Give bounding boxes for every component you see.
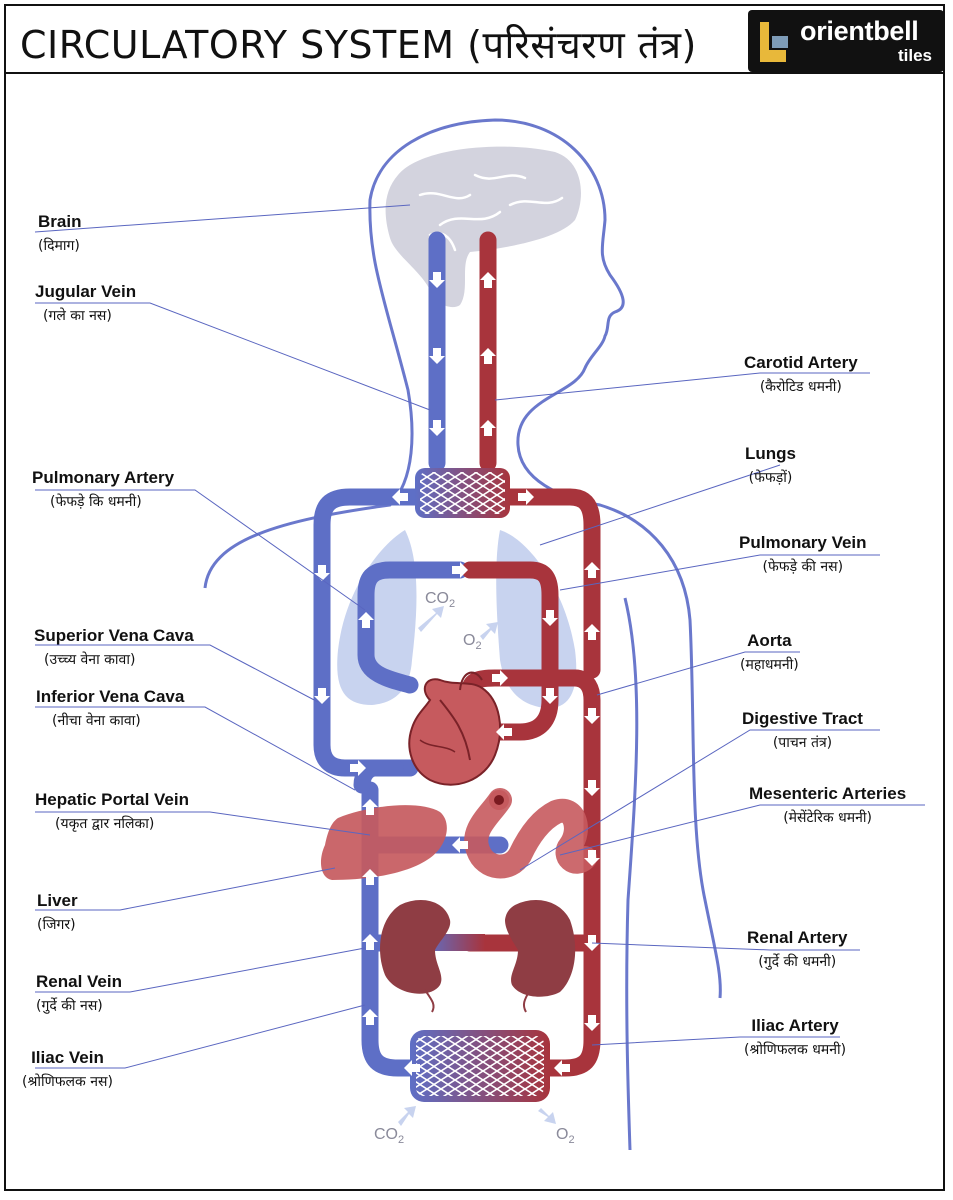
label-renal-vein: Renal Vein (गुर्दे की नस)	[36, 972, 122, 1014]
label-jugular-vein: Jugular Vein (गले का नस)	[35, 282, 137, 324]
body-outline	[203, 118, 722, 999]
label-brain: Brain (दिमाग)	[38, 212, 82, 254]
label-superior-vena-cava: Superior Vena Cava (उच्च्य वेना कावा)	[34, 626, 194, 668]
heart-organ	[408, 671, 502, 786]
gas-lung-o2: O2	[463, 632, 482, 653]
logo-wordmark: orientbell	[800, 16, 919, 46]
label-aorta: Aorta (महाधमनी)	[740, 631, 799, 673]
label-inferior-vena-cava: Inferior Vena Cava (नीचा वेना कावा)	[36, 687, 185, 729]
label-renal-artery: Renal Artery (गुर्दे की धमनी)	[747, 928, 848, 970]
logo-subtext: tiles	[897, 46, 932, 65]
label-lungs: Lungs (फेफड़ों)	[745, 444, 796, 486]
gas-arrows	[398, 606, 556, 1126]
brand-logo: orientbell tiles	[748, 10, 944, 72]
gas-body-o2: O2	[556, 1126, 575, 1147]
brain-folds	[418, 173, 564, 252]
label-pulmonary-vein: Pulmonary Vein (फेफड़े की नस)	[739, 533, 867, 575]
label-iliac-vein: Iliac Vein (श्रोणिफलक नस)	[22, 1048, 113, 1090]
header-bar: CIRCULATORY SYSTEM (परिसंचरण तंत्र) orie…	[4, 4, 945, 74]
leader-lines	[34, 204, 925, 1069]
liver-organ	[320, 805, 447, 880]
lower-capillary-bed	[410, 1030, 550, 1102]
ureters	[424, 989, 531, 1013]
label-liver: Liver (जिगर)	[37, 891, 78, 933]
logo-mark-icon	[760, 22, 788, 62]
gas-body-co2: CO2	[374, 1126, 405, 1147]
digestive-tract-organ	[464, 788, 597, 879]
label-hepatic-portal-vein: Hepatic Portal Vein (यकृत द्वार नलिका)	[35, 790, 189, 832]
flow-arrows	[314, 272, 600, 1076]
label-digestive-tract: Digestive Tract (पाचन तंत्र)	[742, 709, 863, 751]
label-iliac-artery: Iliac Artery (श्रोणिफलक धमनी)	[744, 1016, 847, 1058]
left-kidney	[380, 900, 451, 994]
body-outline-side	[623, 597, 639, 1151]
label-carotid-artery: Carotid Artery (कैरोटिड धमनी)	[744, 353, 858, 395]
gas-lung-co2: CO2	[425, 590, 456, 611]
label-pulmonary-artery: Pulmonary Artery (फेफड़े कि धमनी)	[32, 468, 175, 510]
label-mesenteric-arteries: Mesenteric Arteries (मेसेंटेरिक धमनी)	[749, 784, 907, 826]
right-kidney	[505, 900, 576, 997]
page-title: CIRCULATORY SYSTEM (परिसंचरण तंत्र)	[20, 23, 697, 67]
upper-capillary-bed	[415, 468, 510, 518]
